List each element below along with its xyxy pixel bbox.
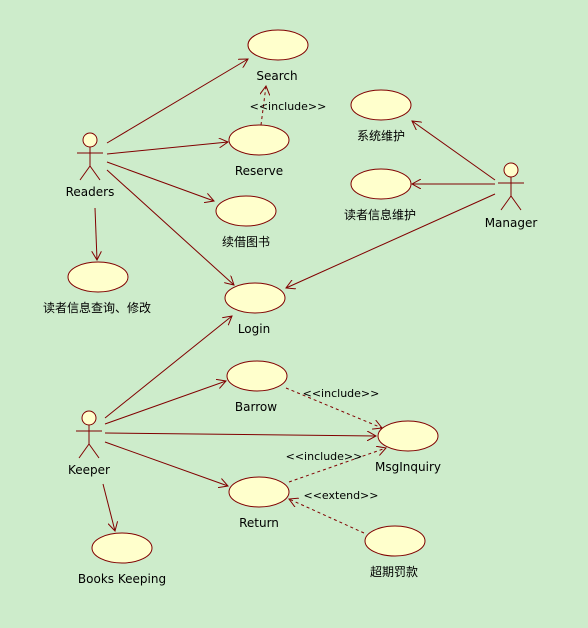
usecase-reader-maint[interactable] bbox=[350, 168, 412, 200]
include-barrow-msginquiry bbox=[285, 387, 382, 428]
stereotype-include-return: <<include>> bbox=[286, 450, 363, 463]
actor-label-readers: Readers bbox=[66, 185, 115, 199]
usecase-label-overdue-fine: 超期罚款 bbox=[370, 564, 418, 579]
assoc-manager-login bbox=[286, 193, 496, 288]
assoc-readers-query bbox=[95, 207, 97, 260]
usecase-label-msginquiry: MsgInquiry bbox=[375, 460, 441, 474]
usecase-overdue-fine[interactable] bbox=[364, 525, 426, 557]
usecase-books-keeping[interactable] bbox=[91, 532, 153, 564]
assoc-readers-login bbox=[106, 169, 234, 285]
usecase-label-search: Search bbox=[256, 69, 297, 83]
usecase-label-barrow: Barrow bbox=[235, 400, 277, 414]
assoc-readers-renew bbox=[106, 161, 214, 201]
actor-manager-figure[interactable] bbox=[498, 162, 524, 211]
stereotype-extend-fine: <<extend>> bbox=[304, 489, 379, 502]
stereotype-include-reserve: <<include>> bbox=[250, 100, 327, 113]
usecase-renew[interactable] bbox=[215, 195, 277, 227]
use-case-ellipses bbox=[67, 29, 439, 564]
actor-label-keeper: Keeper bbox=[68, 463, 110, 477]
usecase-reader-query[interactable] bbox=[67, 261, 129, 293]
usecase-label-reader-maint: 读者信息维护 bbox=[344, 207, 416, 222]
usecase-sys-maint[interactable] bbox=[350, 89, 412, 121]
usecase-reserve[interactable] bbox=[228, 124, 290, 156]
usecase-label-login: Login bbox=[238, 322, 270, 336]
assoc-keeper-return bbox=[104, 441, 228, 486]
assoc-keeper-bookskeeping bbox=[102, 483, 115, 531]
include-reserve-search bbox=[261, 86, 266, 126]
association-lines bbox=[95, 59, 496, 531]
include-return-msginquiry bbox=[288, 448, 386, 483]
usecase-msginquiry[interactable] bbox=[377, 420, 439, 452]
assoc-keeper-login bbox=[104, 316, 232, 419]
actor-keeper-figure[interactable] bbox=[76, 410, 102, 459]
labels: Readers Manager Keeper Search Reserve 续借… bbox=[43, 69, 537, 586]
usecase-barrow[interactable] bbox=[226, 360, 288, 392]
assoc-readers-reserve bbox=[106, 142, 228, 155]
usecase-label-reader-query: 读者信息查询、修改 bbox=[43, 300, 151, 315]
actor-readers-figure[interactable] bbox=[77, 132, 103, 181]
stereotype-include-barrow: <<include>> bbox=[303, 387, 380, 400]
assoc-keeper-msginquiry bbox=[104, 433, 376, 436]
usecase-return[interactable] bbox=[228, 476, 290, 508]
usecase-label-reserve: Reserve bbox=[235, 164, 283, 178]
usecase-label-books-keeping: Books Keeping bbox=[78, 572, 166, 586]
assoc-manager-sysmaint bbox=[412, 121, 496, 181]
assoc-readers-search bbox=[106, 59, 248, 144]
extend-fine-return bbox=[289, 499, 365, 534]
dependency-lines bbox=[261, 86, 386, 534]
usecase-login[interactable] bbox=[224, 282, 286, 314]
usecase-search[interactable] bbox=[247, 29, 309, 61]
actor-label-manager: Manager bbox=[485, 216, 538, 230]
assoc-keeper-barrow bbox=[104, 381, 226, 425]
usecase-label-renew: 续借图书 bbox=[222, 235, 270, 249]
usecase-label-sys-maint: 系统维护 bbox=[357, 129, 405, 143]
usecase-label-return: Return bbox=[239, 516, 279, 530]
